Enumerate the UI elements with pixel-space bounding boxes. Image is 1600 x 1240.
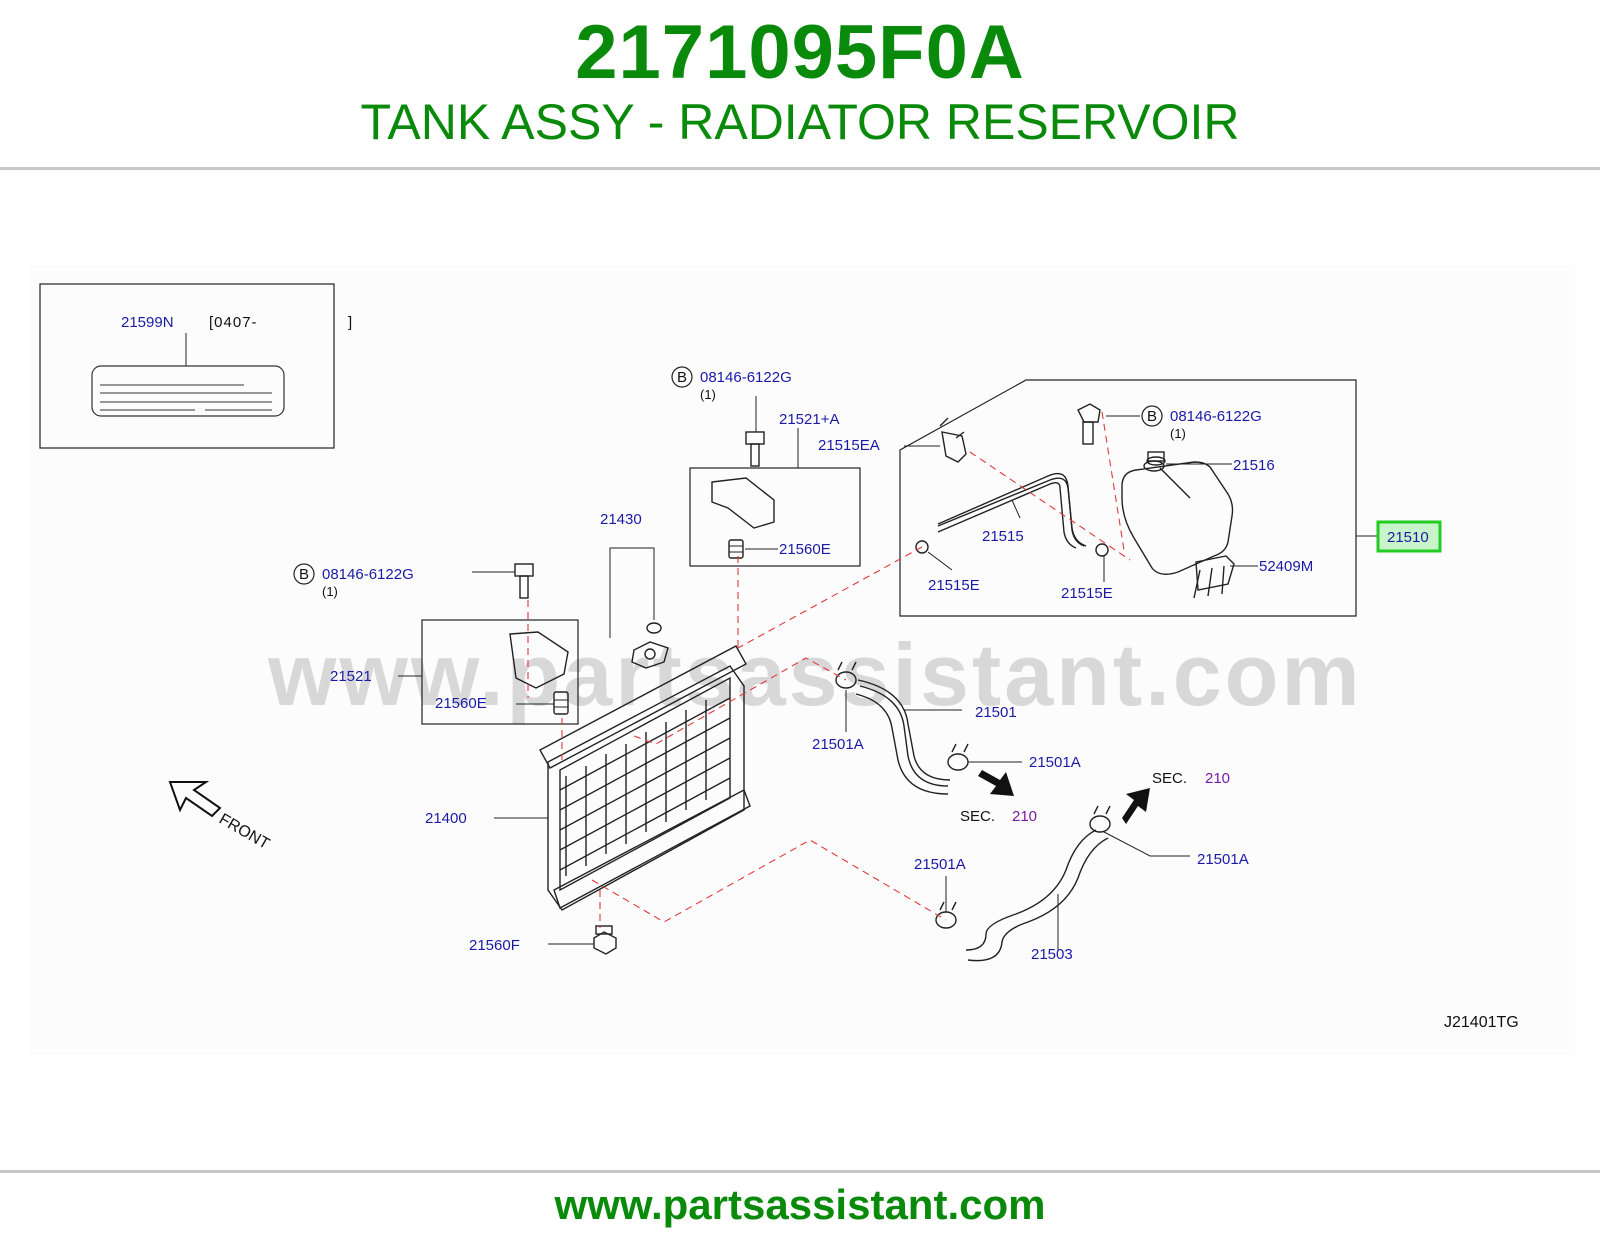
part-label-21515e-left[interactable]: 21515E — [928, 577, 980, 594]
sec-label-lower: SEC. — [960, 808, 995, 825]
reservoir-cap-icon — [1146, 451, 1166, 466]
parts-diagram-svg: www.partsassistant.com 21599N [0407- ] 2… — [30, 265, 1575, 1055]
clip-21515ea-icon — [939, 417, 967, 463]
part-number-title: 2171095F0A — [575, 10, 1025, 95]
upper-hose-icon — [857, 679, 951, 781]
hose-clamp-3-icon — [1089, 805, 1111, 833]
bolt-qty-left: (1) — [322, 584, 338, 599]
front-arrow-icon — [168, 781, 222, 818]
dash-1 — [969, 451, 1131, 561]
inset-bracket: ] — [348, 314, 352, 331]
part-label-21501[interactable]: 21501 — [975, 704, 1017, 721]
bolt-ref-circle-top — [671, 366, 693, 388]
bolt-part-label-right[interactable]: 08146-6122G — [1170, 408, 1262, 425]
reservoir-tank-icon — [1121, 460, 1234, 575]
upper-hose-bg — [859, 685, 949, 787]
bolt-ref-letter-left: B — [299, 566, 309, 583]
bolt-qty-right: (1) — [1170, 426, 1186, 441]
part-label-21503[interactable]: 21503 — [1031, 946, 1073, 963]
mount-rubber-bottom-icon — [593, 925, 617, 955]
lower-hose-icon-2 — [967, 837, 1109, 962]
inset-date: [0407- — [209, 314, 258, 331]
sec-label-upper: SEC. — [1152, 770, 1187, 787]
bracket-lower-box — [421, 619, 579, 725]
part-label-21501a-3[interactable]: 21501A — [1197, 851, 1249, 868]
part-label-21560e-left[interactable]: 21560E — [435, 695, 487, 712]
overflow-hose-icon-2 — [937, 481, 1077, 549]
overflow-hose-icon — [937, 472, 1085, 547]
part-label-21510[interactable]: 21510 — [1387, 529, 1429, 546]
upper-hose-icon-2 — [855, 693, 949, 795]
dash-9 — [591, 839, 947, 923]
radiator-cap-icon — [631, 641, 669, 669]
cap-bracket-leader — [609, 547, 655, 638]
bracket-52409m-icon — [1193, 555, 1235, 599]
bolt-ref-letter-right: B — [1147, 408, 1157, 425]
bolt-icon — [1077, 403, 1101, 445]
bracket-upper-box — [689, 467, 861, 567]
clamp-3-leader — [1103, 831, 1190, 857]
part-name-subtitle: TANK ASSY - RADIATOR RESERVOIR — [360, 94, 1240, 150]
part-label-21515ea[interactable]: 21515EA — [818, 437, 880, 454]
top-divider — [0, 167, 1600, 170]
sec-number-lower[interactable]: 210 — [1012, 808, 1037, 825]
cap-seal-icon — [646, 622, 662, 634]
part-label-21515e-right[interactable]: 21515E — [1061, 585, 1113, 602]
bolt-ref-circle-right — [1141, 405, 1163, 427]
part-label-21560e-top[interactable]: 21560E — [779, 541, 831, 558]
part-label-21599n[interactable]: 21599N — [121, 314, 174, 331]
diagram-code: J21401TG — [1444, 1014, 1519, 1031]
clip-left-leader — [927, 551, 953, 571]
part-label-21501a-2[interactable]: 21501A — [1029, 754, 1081, 771]
sec-arrow-down-icon — [978, 770, 1014, 796]
part-label-21515[interactable]: 21515 — [982, 528, 1024, 545]
dash-2 — [737, 546, 923, 649]
sec-arrow-up-icon — [1122, 788, 1150, 824]
bolt-qty-top: (1) — [700, 387, 716, 402]
highlight-21510-box[interactable] — [1376, 520, 1442, 553]
bolt-ref-letter-top: B — [677, 369, 687, 386]
footer-url-link[interactable]: www.partsassistant.com — [554, 1181, 1046, 1228]
part-label-21501a-4[interactable]: 21501A — [914, 856, 966, 873]
warning-label-icon — [91, 365, 285, 417]
hose-clamp-1-icon — [835, 661, 857, 689]
part-label-21516[interactable]: 21516 — [1233, 457, 1275, 474]
parts-diagram: www.partsassistant.com 21599N [0407- ] 2… — [0, 170, 1600, 1170]
part-label-21521a[interactable]: 21521+A — [779, 411, 839, 428]
bolt-top-icon — [745, 431, 765, 467]
bolt-part-label-left[interactable]: 08146-6122G — [322, 566, 414, 583]
inset-box — [39, 283, 335, 449]
part-label-52409m[interactable]: 52409M — [1259, 558, 1313, 575]
clip-21515e-right-icon — [1095, 543, 1109, 557]
hose-21515-leader — [1011, 499, 1021, 519]
bolt-part-label-top[interactable]: 08146-6122G — [700, 369, 792, 386]
header: 2171095F0A TANK ASSY - RADIATOR RESERVOI… — [0, 0, 1600, 168]
bolt-ref-circle-left — [293, 563, 315, 585]
dash-7 — [633, 657, 847, 745]
watermark-text: www.partsassistant.com — [267, 625, 1363, 724]
mount-rubber-top-icon — [728, 539, 744, 559]
part-label-21560f[interactable]: 21560F — [469, 937, 520, 954]
lower-hose-icon — [965, 829, 1097, 951]
bolt-left-icon — [514, 563, 534, 599]
mount-rubber-left-icon — [553, 691, 569, 715]
part-label-21501a-1[interactable]: 21501A — [812, 736, 864, 753]
part-label-21400[interactable]: 21400 — [425, 810, 467, 827]
part-label-21430[interactable]: 21430 — [600, 511, 642, 528]
bracket-upper-icon — [711, 477, 775, 529]
radiator-core-icon — [539, 645, 751, 911]
bracket-lower-icon — [509, 631, 569, 689]
part-label-21521[interactable]: 21521 — [330, 668, 372, 685]
reservoir-group-box — [899, 379, 1357, 617]
clip-21515e-left-icon — [915, 540, 929, 554]
sec-number-upper[interactable]: 210 — [1205, 770, 1230, 787]
bottom-divider — [0, 1170, 1600, 1173]
